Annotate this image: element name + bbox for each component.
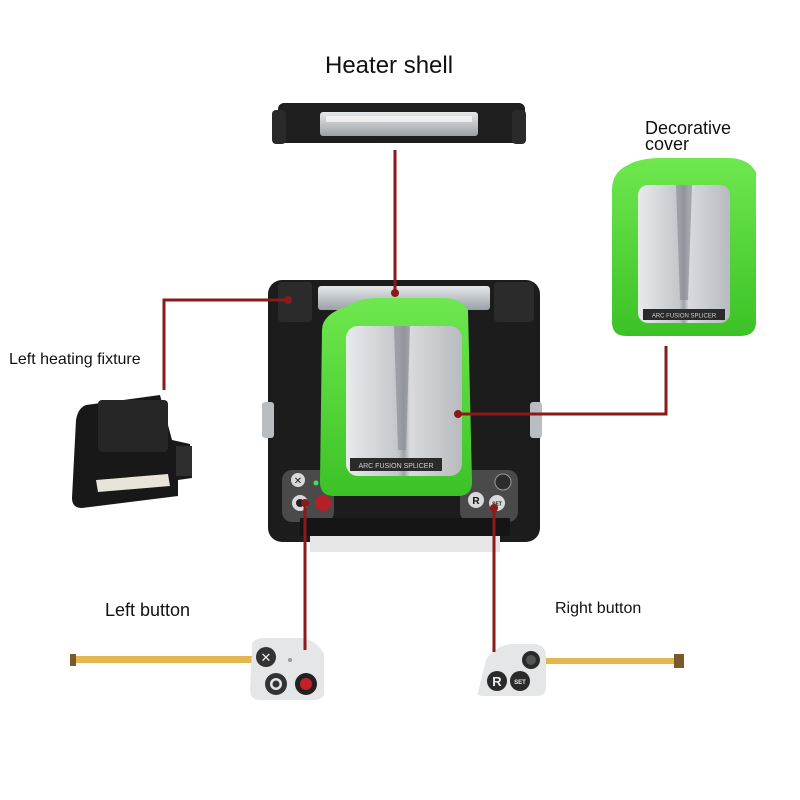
decorative-cover-label: Decorative cover [645, 118, 732, 154]
installed-cover-plate-text: ARC FUSION SPLICER [358, 463, 433, 470]
right-button-part: R SET [477, 644, 684, 696]
decorative-cover-plate-text: ARC FUSION SPLICER [652, 314, 717, 320]
left-heating-fixture [72, 395, 192, 508]
part-key-r: R [492, 674, 502, 689]
svg-text:✕: ✕ [261, 651, 272, 666]
decorative-cover-label-line1: Decorative [645, 118, 732, 138]
left-heating-fixture-label: Left heating fixture [9, 351, 141, 368]
body-left-buttons: ✕ [291, 473, 331, 511]
leader-endpoints [284, 289, 498, 512]
leader-left-heating-fixture [162, 298, 288, 390]
installed-decorative-cover: ARC FUSION SPLICER [320, 298, 472, 496]
decorative-cover-label-line2: cover [645, 134, 690, 154]
heater-shell-label: Heater shell [325, 52, 454, 79]
part-key-set: SET [514, 680, 526, 686]
body-key-r: R [472, 496, 480, 507]
right-button-label: Right button [555, 600, 642, 617]
left-button-label: Left button [105, 600, 191, 620]
leader-decorative-cover [458, 346, 668, 416]
body-right-buttons: R SET [468, 473, 512, 511]
leader-lines [162, 150, 668, 652]
heater-shell [272, 103, 526, 144]
svg-text:✕: ✕ [294, 476, 302, 487]
left-button-part: ✕ [70, 638, 324, 700]
decorative-cover: ARC FUSION SPLICER [612, 158, 756, 336]
body-key-set: SET [492, 502, 502, 508]
